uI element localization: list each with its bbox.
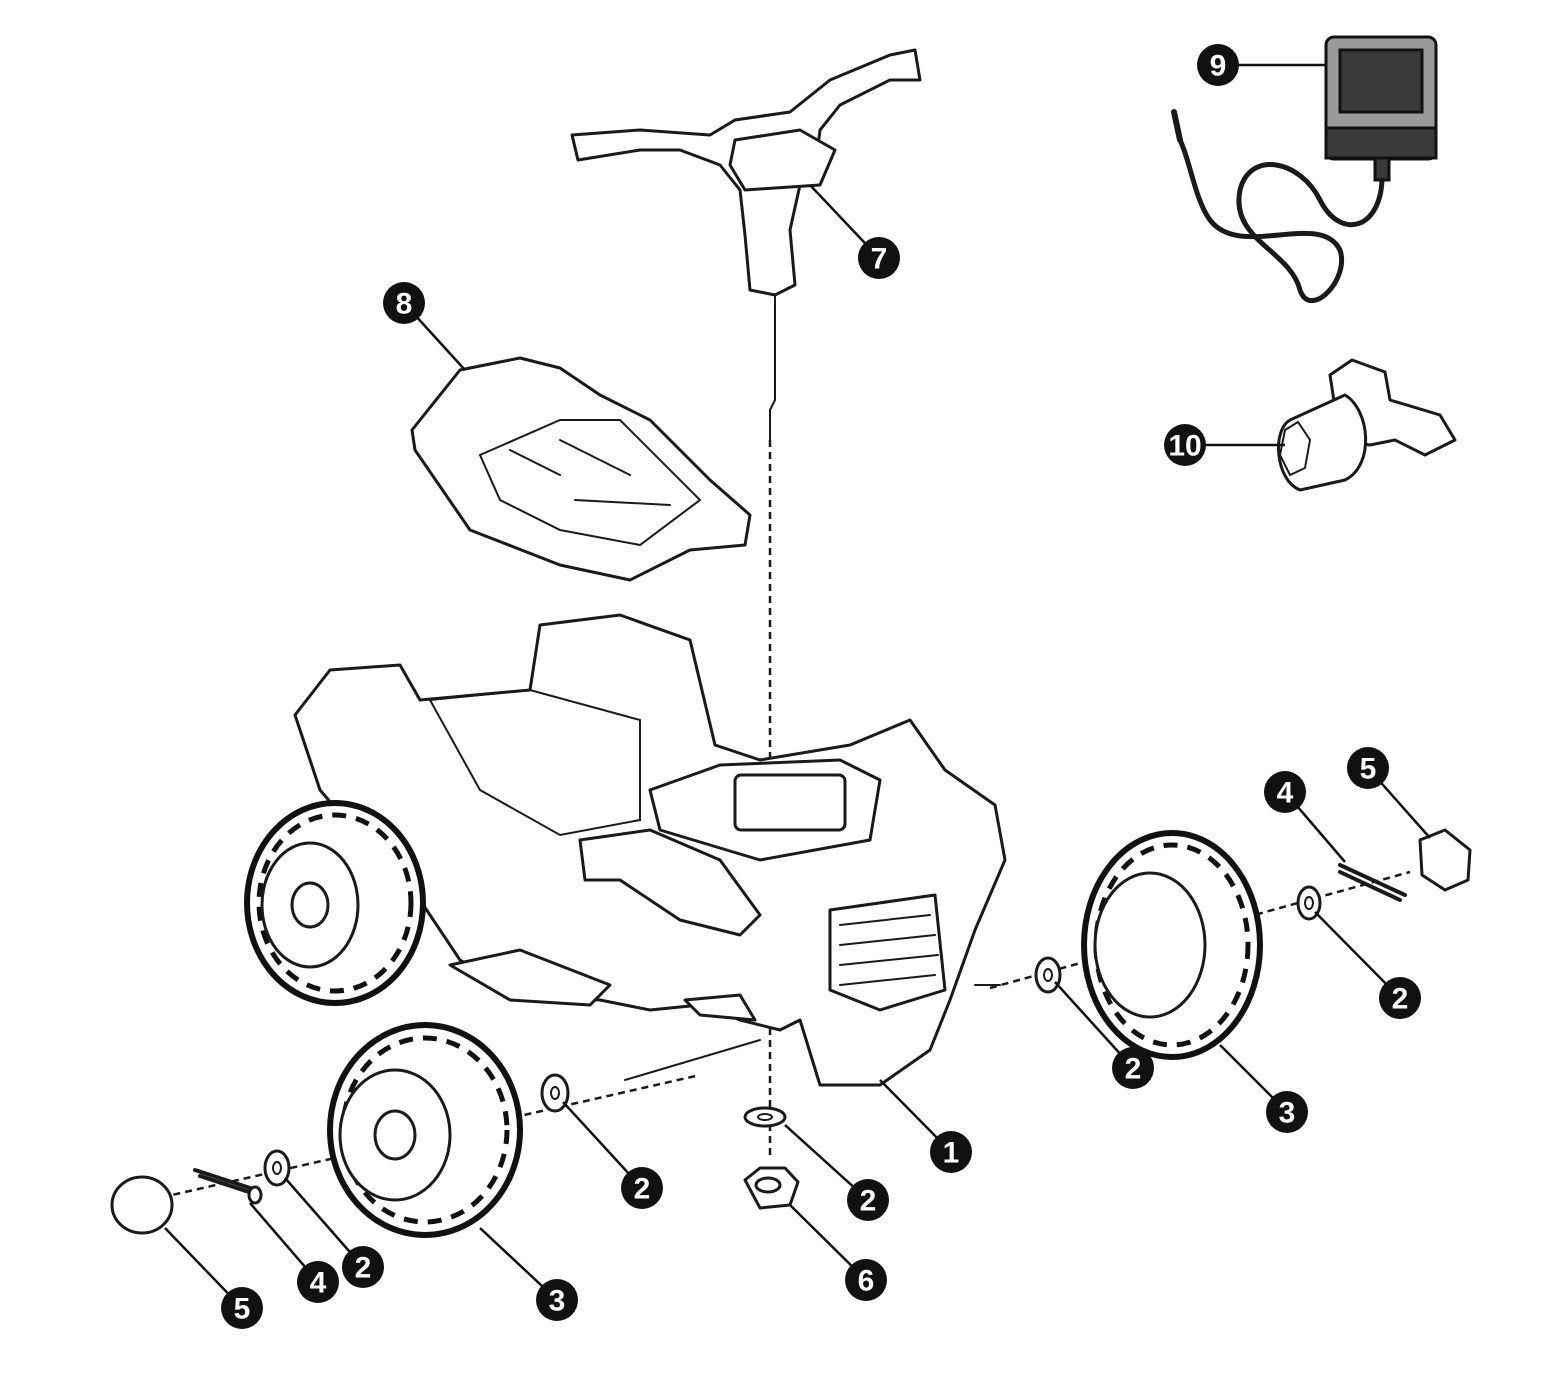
callout-handlebar: 7: [809, 184, 900, 279]
callout-badge: [1266, 1091, 1308, 1133]
callout-seat: 8: [383, 282, 466, 371]
callout-badge: [930, 1131, 972, 1173]
charger-part: [1171, 35, 1438, 304]
callout-washer: 2: [784, 1124, 889, 1221]
callout-number: 5: [234, 1293, 251, 1326]
callout-number: 8: [396, 288, 413, 321]
atv-body-part: [293, 613, 1007, 1087]
callout-wrench: 10: [1164, 424, 1285, 466]
callout-body: 1: [879, 1079, 972, 1173]
callout-badge: [221, 1287, 263, 1329]
callout-washer: 2: [1314, 911, 1421, 1019]
callout-wheel: 3: [1219, 1044, 1308, 1133]
callout-badge: [297, 1261, 339, 1303]
callout-number: 10: [1168, 430, 1201, 463]
callout-hubcap: 5: [1347, 747, 1431, 839]
callout-charger: 9: [1197, 44, 1325, 86]
callout-nut: 6: [789, 1204, 887, 1301]
callout-number: 9: [1210, 50, 1227, 83]
handlebar-part: [570, 48, 922, 441]
callout-number: 3: [549, 1285, 566, 1318]
callout-cotter-pin: 4: [1264, 771, 1346, 863]
callout-cotter-pin: 4: [249, 1202, 339, 1303]
callout-number: 2: [1392, 983, 1409, 1016]
callout-washer: 2: [284, 1177, 384, 1288]
callout-badge: [1347, 747, 1389, 789]
callout-number: 2: [1125, 1053, 1142, 1086]
front-left-wheel-part: [327, 1022, 523, 1238]
callout-badge: [342, 1246, 384, 1288]
callout-number: 3: [1279, 1097, 1296, 1130]
callout-number: 5: [1360, 753, 1377, 786]
callout-badge: [847, 1179, 889, 1221]
wrench-part: [1277, 358, 1457, 492]
callout-number: 2: [860, 1185, 877, 1218]
callout-number: 1: [943, 1137, 960, 1170]
callout-washer: 2: [562, 1101, 663, 1209]
callout-badge: [1379, 977, 1421, 1019]
callout-wheel: 3: [479, 1227, 578, 1321]
callout-number: 4: [1277, 777, 1294, 810]
callout-badge: [858, 237, 900, 279]
callout-badge: [1164, 424, 1206, 466]
hardware-parts: [110, 828, 1472, 1235]
callout-badge: [1264, 771, 1306, 813]
callout-badge: [621, 1167, 663, 1209]
right-wheel-part: [1081, 830, 1263, 1060]
callout-number: 6: [858, 1265, 875, 1298]
callout-number: 7: [871, 243, 888, 276]
callout-badge: [845, 1259, 887, 1301]
callout-number: 2: [634, 1173, 651, 1206]
rear-left-wheel-part: [244, 800, 426, 1006]
callout-number: 2: [355, 1252, 372, 1285]
callout-badge: [536, 1279, 578, 1321]
callout-badge: [1112, 1047, 1154, 1089]
callout-badge: [1197, 44, 1239, 86]
callout-washer: 2: [1054, 981, 1154, 1089]
seat-part: [410, 356, 752, 582]
callout-hubcap: 5: [164, 1227, 263, 1329]
callout-number: 4: [310, 1267, 327, 1300]
callout-badge: [383, 282, 425, 324]
